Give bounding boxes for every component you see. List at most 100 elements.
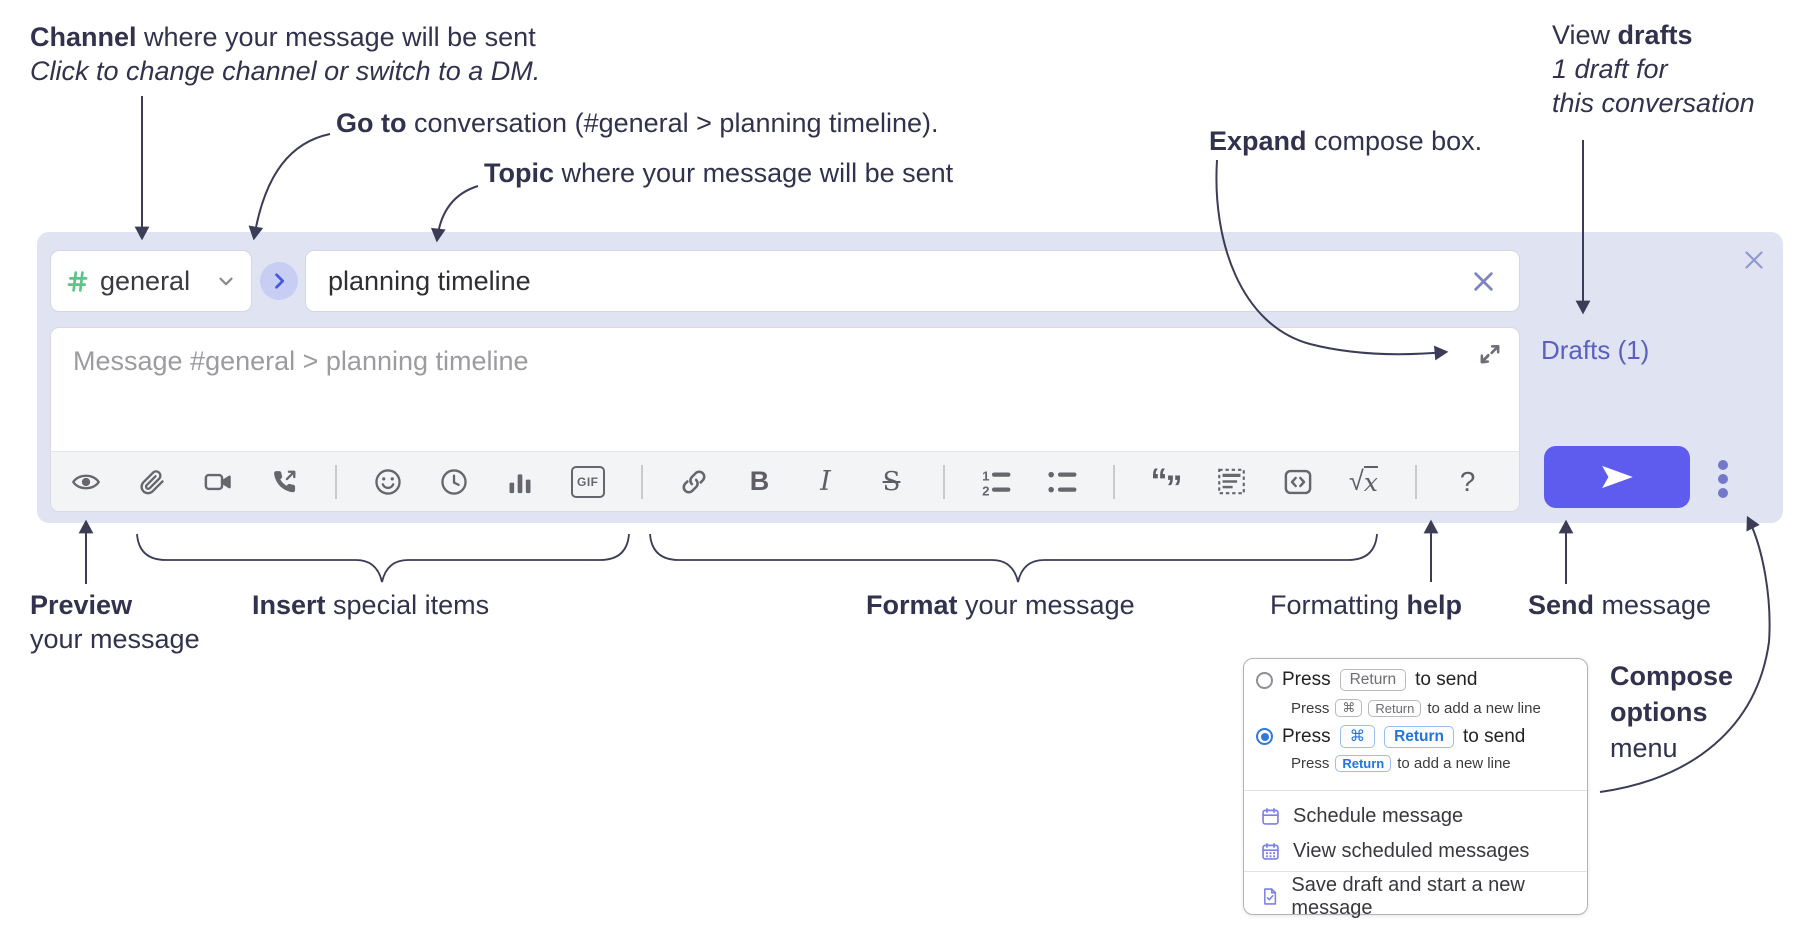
- format-brace: [649, 533, 1378, 583]
- view-drafts-line2: 1 draft for: [1552, 54, 1668, 84]
- option2-suffix: to send: [1463, 725, 1526, 747]
- code-icon[interactable]: [1283, 466, 1313, 498]
- svg-text:2: 2: [982, 483, 989, 497]
- toolbar-divider: [1112, 464, 1115, 499]
- formatting-help-annotation: Formatting help: [1270, 588, 1462, 622]
- insert-annotation-rest: special items: [325, 590, 490, 620]
- insert-annotation-bold: Insert: [252, 590, 326, 620]
- menu-divider: [1244, 871, 1587, 872]
- expand-annotation-rest: compose box.: [1306, 126, 1483, 156]
- channel-hash-icon: [67, 270, 88, 292]
- goto-annotation-rest: conversation (#general > planning timeli…: [406, 108, 939, 138]
- gif-icon[interactable]: GIF: [571, 465, 605, 498]
- time-icon[interactable]: [439, 466, 469, 498]
- spoiler-icon[interactable]: [1217, 466, 1247, 498]
- send-option-return-hint: Press ⌘ Return to add a new line: [1291, 699, 1541, 717]
- compose-options-line3: menu: [1610, 733, 1678, 763]
- expand-icon: [1480, 345, 1500, 364]
- option2-return-key: Return: [1384, 725, 1455, 748]
- formatting-help-bold: help: [1406, 590, 1463, 620]
- option2-press: Press: [1282, 725, 1331, 747]
- poll-icon[interactable]: [505, 466, 535, 498]
- toolbar-divider: [335, 464, 337, 499]
- link-icon[interactable]: [679, 466, 709, 498]
- toolbar-divider: [1414, 464, 1417, 499]
- compose-options-menu-button[interactable]: [1718, 460, 1728, 498]
- save-draft-icon: [1264, 888, 1277, 905]
- preview-annotation-line2: your message: [30, 624, 200, 654]
- option2-sub-press: Press: [1291, 755, 1330, 772]
- send-annotation-bold: Send: [1528, 590, 1595, 620]
- goto-annotation-bold: Go to: [336, 108, 407, 138]
- send-option-return[interactable]: Press Return to send: [1256, 669, 1477, 691]
- bold-icon[interactable]: B: [749, 466, 770, 496]
- send-option-cmd-return-hint: Press Return to add a new line: [1291, 755, 1511, 772]
- math-icon[interactable]: √x: [1349, 466, 1379, 498]
- compose-options-annotation: Compose options menu: [1610, 658, 1733, 766]
- channel-name: general: [100, 265, 191, 296]
- channel-annotation-rest: where your message will be sent: [136, 22, 536, 52]
- send-plane-icon: [1602, 465, 1633, 489]
- menu-item-label: View scheduled messages: [1293, 840, 1530, 862]
- option1-sub-suffix: to add a new line: [1427, 699, 1541, 717]
- quote-icon[interactable]: “”: [1151, 462, 1183, 507]
- view-drafts-annotation: View drafts 1 draft for this conversatio…: [1552, 18, 1755, 120]
- topic-annotation: Topic where your message will be sent: [484, 156, 953, 190]
- expand-annotation-bold: Expand: [1209, 126, 1307, 156]
- channel-selector[interactable]: general: [50, 250, 252, 312]
- insert-brace: [136, 533, 630, 583]
- menu-item-view-scheduled[interactable]: View scheduled messages: [1260, 834, 1529, 869]
- preview-icon[interactable]: [71, 466, 101, 498]
- option1-suffix: to send: [1415, 669, 1478, 690]
- topic-annotation-rest: where your message will be sent: [554, 158, 954, 188]
- option1-return-key: Return: [1339, 669, 1407, 691]
- channel-annotation-bold: Channel: [30, 22, 137, 52]
- send-button[interactable]: [1544, 446, 1690, 508]
- format-annotation-rest: your message: [957, 590, 1135, 620]
- goto-arrow: [248, 133, 331, 241]
- radio-unselected[interactable]: [1256, 671, 1273, 689]
- send-annotation-rest: message: [1594, 590, 1712, 620]
- italic-icon[interactable]: I: [820, 466, 831, 497]
- clear-topic-button[interactable]: [1470, 268, 1497, 295]
- toolbar-divider: [942, 464, 945, 499]
- compose-options-menu: Press Return to send Press ⌘ Return to a…: [1243, 658, 1588, 919]
- video-call-icon[interactable]: [203, 466, 233, 498]
- option2-cmd-key: ⌘: [1339, 725, 1376, 748]
- expand-compose-button[interactable]: [1477, 341, 1503, 367]
- topic-annotation-bold: Topic: [484, 158, 554, 188]
- drafts-link[interactable]: Drafts (1): [1541, 335, 1650, 365]
- send-option-cmd-return[interactable]: Press ⌘ Return to send: [1256, 725, 1525, 748]
- emoji-icon[interactable]: [373, 466, 403, 498]
- topic-input[interactable]: planning timeline: [305, 250, 1520, 312]
- radio-selected[interactable]: [1256, 728, 1273, 745]
- goto-annotation: Go to conversation (#general > planning …: [336, 106, 939, 140]
- help-icon[interactable]: ?: [1459, 465, 1476, 497]
- view-drafts-pre: View: [1552, 20, 1618, 50]
- menu-item-save-draft[interactable]: Save draft and start a new message: [1260, 874, 1587, 919]
- voice-call-icon[interactable]: [269, 466, 299, 498]
- option1-sub-press: Press: [1291, 699, 1330, 717]
- compose-options-line2: options: [1610, 697, 1708, 727]
- compose-options-line1: Compose: [1610, 661, 1734, 691]
- goto-conversation-button[interactable]: [260, 262, 298, 300]
- bulleted-list-icon[interactable]: [1047, 466, 1077, 498]
- attach-file-icon[interactable]: [137, 466, 167, 498]
- preview-annotation-bold: Preview: [30, 590, 133, 620]
- expand-annotation: Expand compose box.: [1209, 124, 1482, 158]
- chevron-down-icon: [219, 277, 233, 286]
- close-compose-button[interactable]: [1742, 248, 1766, 272]
- strikethrough-icon[interactable]: S: [882, 466, 901, 497]
- message-compose-area[interactable]: Message #general > planning timeline: [50, 327, 1520, 512]
- view-drafts-bold: drafts: [1617, 20, 1693, 50]
- channel-annotation: Channel where your message will be sent …: [30, 20, 540, 88]
- menu-item-schedule-message[interactable]: Schedule message: [1260, 799, 1463, 834]
- option2-sub-return-key: Return: [1335, 755, 1392, 772]
- toolbar-divider: [640, 464, 643, 499]
- preview-annotation: Preview your message: [30, 588, 200, 656]
- view-drafts-line3: this conversation: [1552, 88, 1755, 118]
- clear-topic-x-icon: [1474, 271, 1493, 291]
